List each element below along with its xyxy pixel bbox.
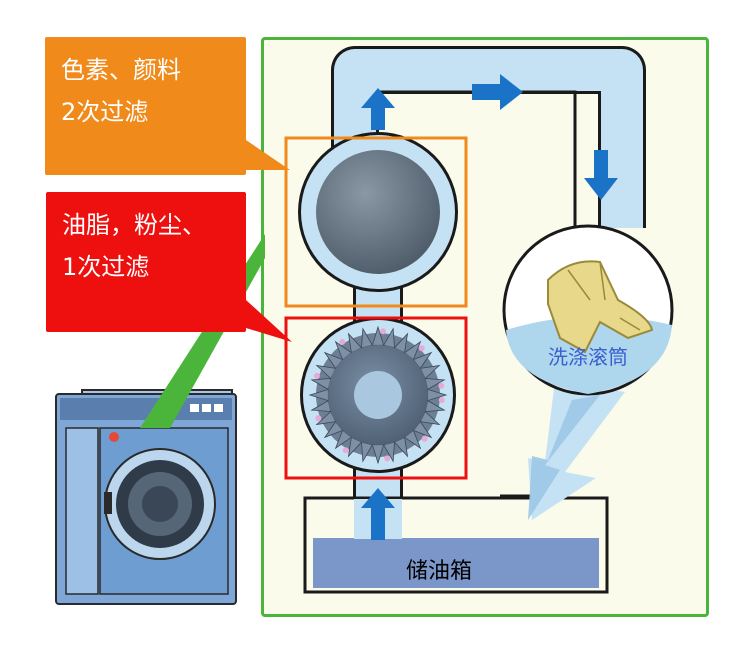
drain-flow-arrow-icon <box>528 395 600 520</box>
washing-drum <box>502 224 674 396</box>
pigment-filter-box <box>284 136 468 308</box>
oil-filter-box <box>284 316 468 480</box>
pigment-callout-line2: 2次过滤 <box>61 98 149 126</box>
filter-spikes <box>308 325 448 465</box>
flow-arrow-icon <box>584 150 618 200</box>
flow-arrow-icon <box>472 74 523 110</box>
oil-callout: 油脂，粉尘、 1次过滤 <box>46 192 246 332</box>
particle-dot <box>339 338 346 345</box>
flow-arrows <box>361 74 618 540</box>
particle-dot <box>438 397 445 404</box>
flow-arrow-icon <box>361 488 395 540</box>
pigment-callout-pointer <box>246 140 290 170</box>
oil-tank <box>303 496 609 594</box>
oil-callout-line2: 1次过滤 <box>62 253 150 281</box>
particle-dot <box>421 435 428 442</box>
oil-callout-line1: 油脂，粉尘、 <box>62 211 206 239</box>
particle-dot <box>380 328 387 335</box>
oil-dust-filter <box>300 317 456 473</box>
particle-dot <box>438 382 445 389</box>
laundry-cloth-icon <box>547 260 654 354</box>
particle-dot <box>384 455 391 462</box>
oil-callout-pointer <box>246 300 292 342</box>
pigment-filter <box>298 132 458 292</box>
particle-dot <box>342 447 349 454</box>
drum-drain-pipe <box>500 380 625 520</box>
pigment-callout: 色素、颜料 2次过滤 <box>45 37 246 175</box>
washing-machine-icon <box>55 389 237 605</box>
particle-dot <box>313 372 320 379</box>
particle-dot <box>315 415 322 422</box>
tank-label: 储油箱 <box>406 559 473 584</box>
flow-arrow-icon <box>361 88 395 130</box>
drum-label: 洗涤滚筒 <box>548 345 628 369</box>
particle-dot <box>418 345 425 352</box>
pigment-callout-line1: 色素、颜料 <box>61 56 181 84</box>
